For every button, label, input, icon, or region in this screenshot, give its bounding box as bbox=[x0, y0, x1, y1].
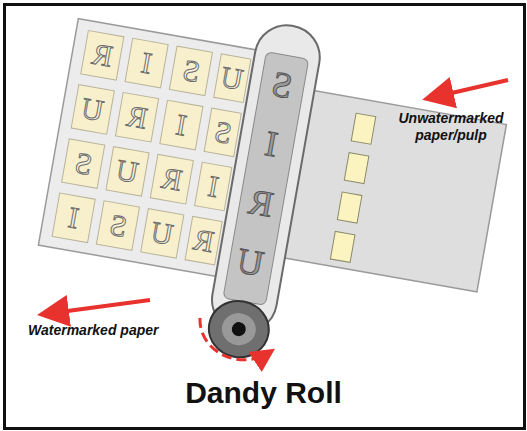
mirrored-glyph: S bbox=[72, 147, 94, 179]
roll-letter: I bbox=[249, 123, 295, 165]
watermark-letter: I bbox=[53, 200, 94, 236]
watermark-letter: U bbox=[212, 60, 253, 96]
watermark-letter: U bbox=[142, 215, 183, 251]
title: Dandy Roll bbox=[0, 376, 527, 410]
mirrored-glyph: R bbox=[191, 224, 216, 257]
roll-letter: U bbox=[228, 241, 274, 283]
mirrored-glyph: S bbox=[269, 65, 295, 104]
mirrored-glyph: U bbox=[219, 62, 246, 95]
watermark-letter: U bbox=[72, 92, 113, 128]
watermark-letter: U bbox=[107, 154, 148, 190]
mirrored-glyph: I bbox=[139, 47, 154, 78]
mirrored-glyph: U bbox=[235, 242, 267, 282]
mirrored-glyph: I bbox=[66, 202, 81, 233]
mirrored-glyph: U bbox=[79, 93, 106, 126]
rotation-arrow bbox=[200, 318, 270, 360]
watermark-letter: S bbox=[171, 53, 212, 89]
watermark-letter: S bbox=[63, 146, 104, 182]
mirrored-glyph: R bbox=[125, 101, 150, 134]
mirrored-glyph: S bbox=[212, 116, 234, 148]
label: Unwatermarked paper/pulp bbox=[386, 110, 516, 144]
mirrored-glyph: I bbox=[174, 109, 189, 140]
watermark-letter: S bbox=[202, 114, 243, 150]
mirrored-glyph: R bbox=[90, 39, 115, 72]
mirrored-glyph: R bbox=[159, 163, 184, 196]
roll-letter: S bbox=[259, 64, 305, 106]
mirrored-glyph: U bbox=[114, 155, 141, 188]
mirrored-glyph: I bbox=[262, 125, 280, 163]
watermark-letter: R bbox=[151, 161, 192, 197]
label: Watermarked paper bbox=[28, 322, 178, 339]
roll-letter: R bbox=[238, 182, 284, 224]
watermark-letter: I bbox=[126, 45, 167, 81]
mirrored-glyph: I bbox=[206, 171, 221, 202]
watermark-letter: R bbox=[117, 99, 158, 135]
output-arrow bbox=[45, 300, 150, 314]
watermark-letter: R bbox=[82, 37, 123, 73]
paper-sheet: SIRURISUURISSURIISUR bbox=[37, 9, 514, 332]
watermark-letter: S bbox=[98, 208, 139, 244]
watermark-letter: I bbox=[193, 169, 234, 205]
mirrored-glyph: U bbox=[149, 217, 176, 250]
mirrored-glyph: S bbox=[107, 209, 129, 241]
feed-arrow bbox=[430, 80, 508, 98]
watermark-letter: I bbox=[161, 107, 202, 143]
mirrored-glyph: R bbox=[246, 183, 276, 223]
watermark-letter: R bbox=[183, 223, 224, 259]
mirrored-glyph: S bbox=[180, 55, 202, 87]
